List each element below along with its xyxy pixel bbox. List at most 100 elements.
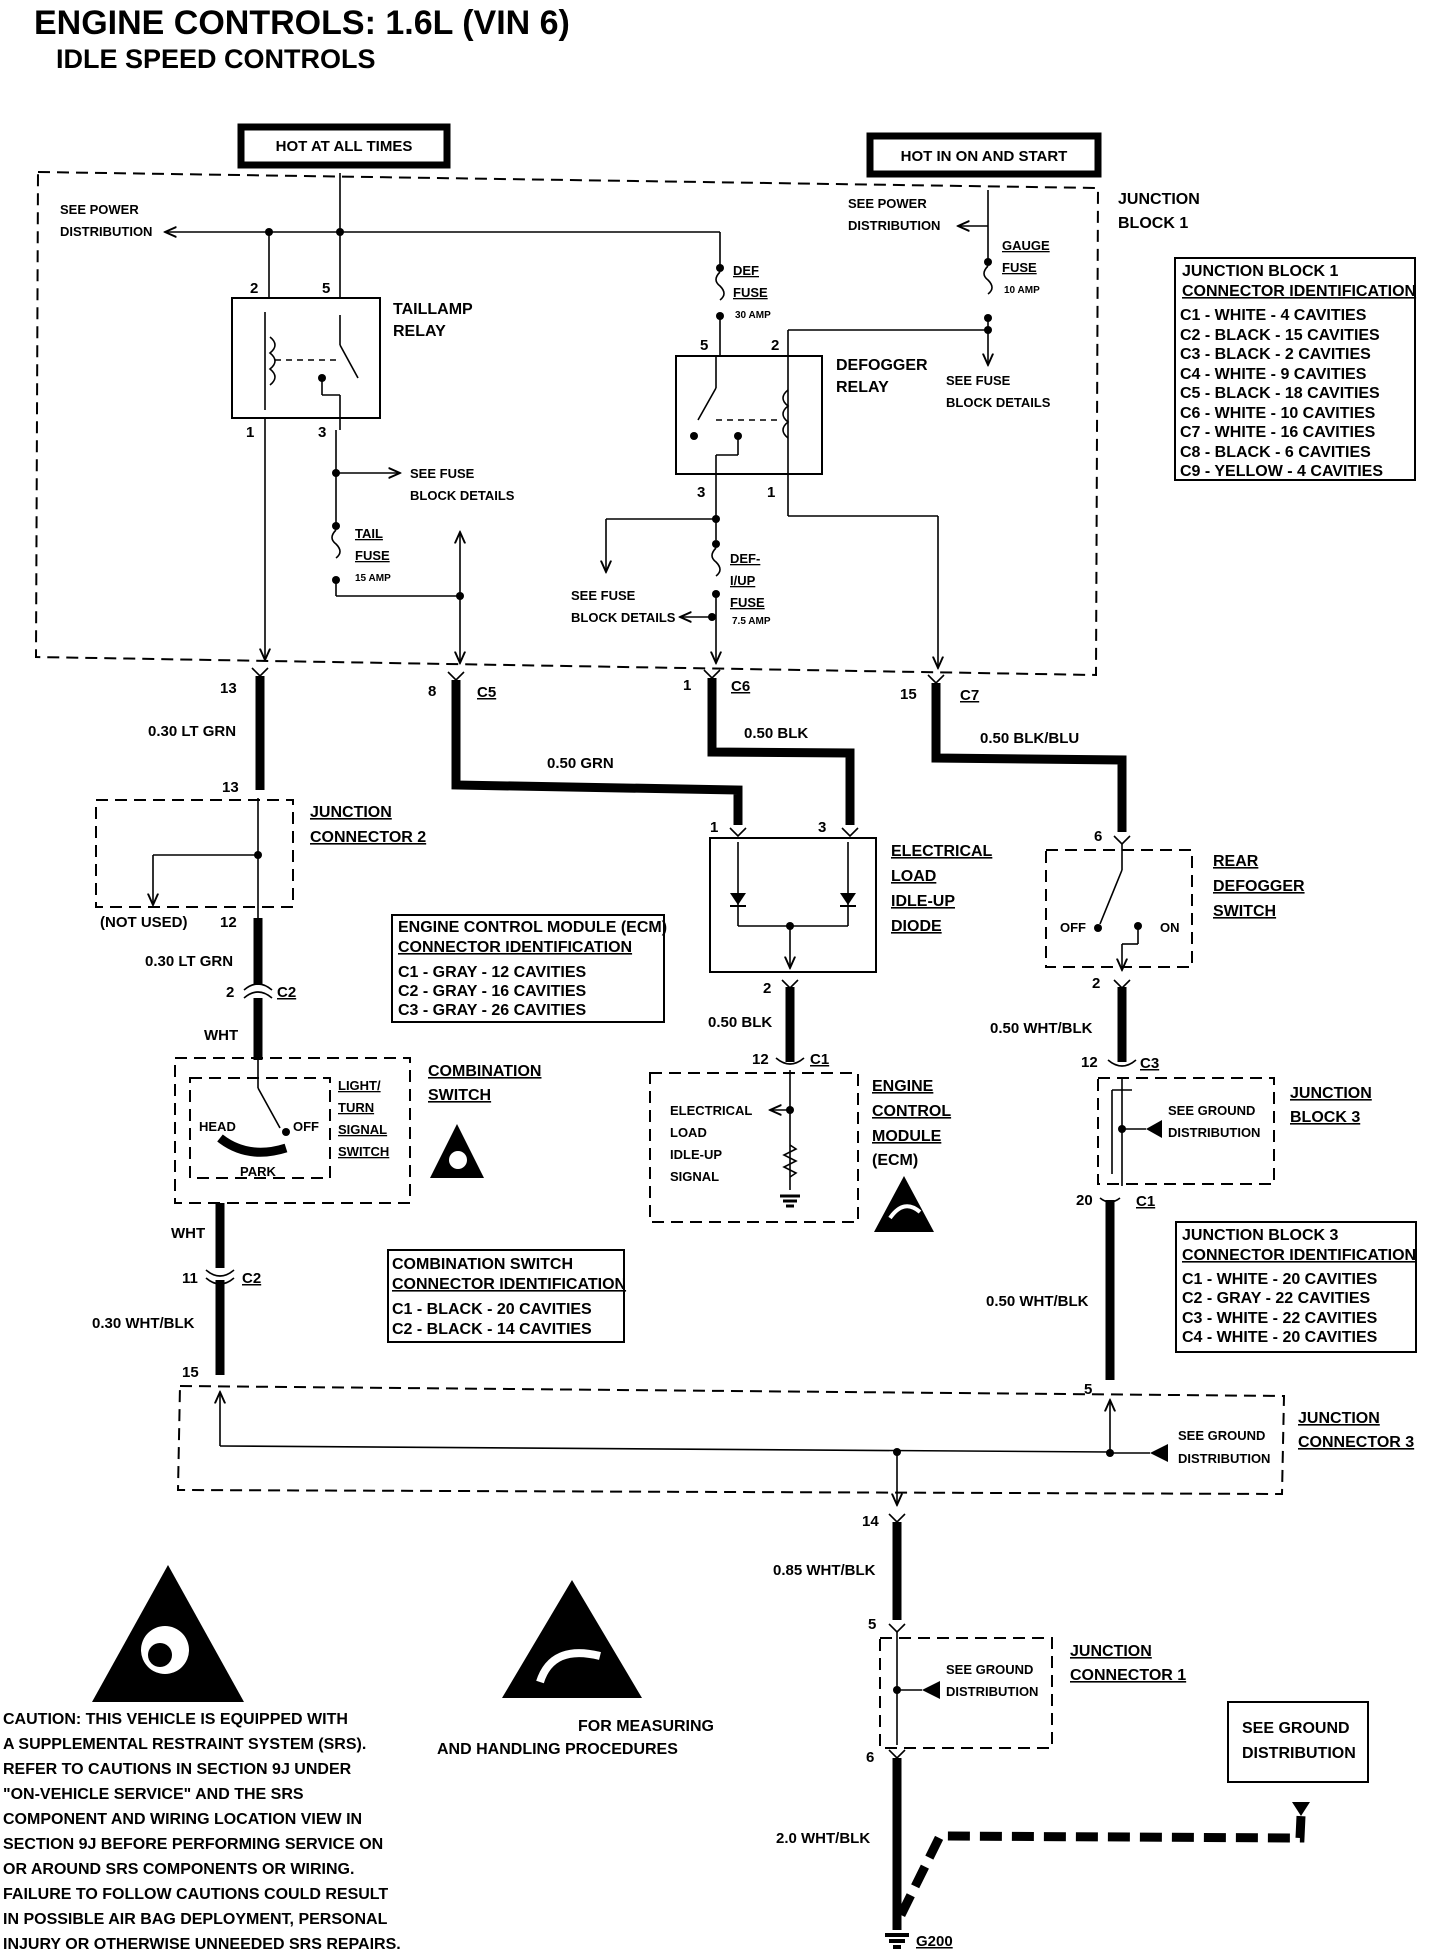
connector-fork — [1113, 835, 1131, 846]
relay-contact-dot — [690, 432, 698, 440]
taillamp-1: TAILLAMP — [393, 301, 473, 318]
park-label: PARK — [240, 1164, 276, 1179]
junction-block-3-border — [1097, 1077, 1275, 1185]
combo-row: C1 - BLACK - 20 CAVITIES — [392, 1301, 592, 1318]
pin: 3 — [697, 484, 705, 501]
connector-fork — [205, 1269, 235, 1277]
ecm-title-2: CONTROL — [872, 1103, 951, 1120]
switch-arm — [1099, 869, 1123, 925]
wire-label: WHT — [171, 1225, 205, 1242]
diode-title-3: IDLE-UP — [891, 893, 955, 910]
conn-8: 8 — [428, 683, 436, 700]
fuse-end — [332, 522, 340, 530]
on-label: ON — [1160, 920, 1180, 935]
pin: 5 — [868, 1616, 876, 1633]
ecm-table-box — [391, 914, 665, 1023]
combination-switch-border — [174, 1057, 411, 1204]
see-ground-1: SEE GROUND — [1242, 1720, 1350, 1737]
hot-in-on-start-box — [866, 132, 1102, 178]
combo-title-2: SWITCH — [428, 1087, 491, 1104]
jb1-table-h2: CONNECTOR IDENTIFICATION — [1182, 283, 1416, 300]
jb3-title-2: BLOCK 3 — [1290, 1109, 1360, 1126]
defogger-2: RELAY — [836, 379, 889, 396]
connector-fork — [841, 827, 859, 838]
wire-label: 2.0 WHT/BLK — [776, 1830, 870, 1847]
page-title: ENGINE CONTROLS: 1.6L (VIN 6) — [34, 4, 570, 42]
pin: 14 — [862, 1513, 879, 1530]
jb1-row: C3 - BLACK - 2 CAVITIES — [1180, 346, 1371, 363]
jb1-table-box — [1174, 257, 1416, 481]
junction-connector-1-border — [879, 1637, 1053, 1749]
see-fuse-c2: BLOCK DETAILS — [946, 395, 1051, 410]
jc2-title-1: JUNCTION — [310, 804, 392, 821]
resistor-icon — [782, 1144, 798, 1178]
see-ground-2: DISTRIBUTION — [1242, 1745, 1356, 1762]
head-label: HEAD — [199, 1119, 236, 1134]
connector-fork — [888, 1513, 906, 1524]
jb1-row: C7 - WHITE - 16 CAVITIES — [1180, 424, 1376, 441]
connector-fork — [888, 1749, 906, 1760]
see-power-1b: DISTRIBUTION — [60, 224, 152, 239]
ground-arrow-icon — [1146, 1120, 1162, 1138]
conn-15: 15 — [900, 686, 917, 703]
pin: 1 — [246, 424, 254, 441]
ecm-title-3: MODULE — [872, 1128, 942, 1145]
fuse-end — [716, 264, 724, 272]
caution-line: SECTION 9J BEFORE PERFORMING SERVICE ON — [3, 1836, 383, 1853]
diode-icon — [730, 893, 746, 905]
def-fuse-icon — [715, 271, 725, 301]
connector-fork — [703, 669, 721, 680]
wire-label: 0.50 BLK — [708, 1014, 772, 1031]
pin: 5 — [700, 337, 708, 354]
ecm-title-1: ENGINE — [872, 1078, 934, 1095]
wire-blk-blu — [931, 683, 1127, 832]
caution-line: "ON-VEHICLE SERVICE" AND THE SRS — [3, 1786, 304, 1803]
defogger-relay-box — [675, 355, 823, 475]
see-fuse-a1: SEE FUSE — [410, 466, 475, 481]
connector-fork — [729, 827, 747, 838]
conn-c7: C7 — [960, 687, 979, 704]
pin: 5 — [322, 280, 330, 297]
jb3-table-box — [1175, 1221, 1417, 1353]
pin: 5 — [1084, 1381, 1092, 1398]
see-fuse-b1: SEE FUSE — [571, 588, 636, 603]
pin: 11 — [182, 1270, 198, 1287]
jb3-row: C2 - GRAY - 22 CAVITIES — [1182, 1290, 1371, 1307]
relay-switch — [339, 344, 359, 379]
esd-warning-icon — [502, 1580, 642, 1698]
diode-title-1: ELECTRICAL — [891, 843, 993, 860]
pin: 1 — [710, 819, 718, 836]
wire-grn — [451, 680, 743, 825]
tail-fuse-3: 15 AMP — [355, 573, 391, 584]
jb1-row: C6 - WHITE - 10 CAVITIES — [1180, 405, 1376, 422]
jc3-g1: SEE GROUND — [1178, 1428, 1265, 1443]
jc3-title-1: JUNCTION — [1298, 1410, 1380, 1427]
page-subtitle: IDLE SPEED CONTROLS — [56, 44, 376, 74]
caution-line: INJURY OR OTHERWISE UNNEEDED SRS REPAIRS… — [3, 1936, 401, 1952]
jb1-row: C8 - BLACK - 6 CAVITIES — [1180, 444, 1371, 461]
fuse-end — [712, 540, 720, 548]
conn-c6: C6 — [731, 678, 750, 695]
defogger-1: DEFOGGER — [836, 357, 928, 374]
caution-line: IN POSSIBLE AIR BAG DEPLOYMENT, PERSONAL — [3, 1911, 388, 1928]
jb1-row: C5 - BLACK - 18 CAVITIES — [1180, 385, 1380, 402]
wire-label: 0.50 WHT/BLK — [990, 1020, 1093, 1037]
jb3-title-1: JUNCTION — [1290, 1085, 1372, 1102]
relay-coil — [268, 336, 276, 386]
pin: 12 — [220, 914, 237, 931]
light-switch-inner — [189, 1077, 331, 1179]
relay-coil — [782, 389, 790, 439]
off-label: OFF — [293, 1119, 319, 1134]
conn-c5: C5 — [477, 684, 496, 701]
conn-c2b: C2 — [242, 1270, 261, 1287]
jc3-g2: DISTRIBUTION — [1178, 1451, 1270, 1466]
conn-c3: C3 — [1140, 1055, 1159, 1072]
jb1-row: C9 - YELLOW - 4 CAVITIES — [1180, 463, 1383, 480]
esd-warning-icon-detail — [536, 1649, 601, 1684]
gauge-fuse-2: FUSE — [1002, 260, 1037, 275]
conn-c1b: C1 — [1136, 1193, 1155, 1210]
ecm-sig-2: LOAD — [670, 1125, 707, 1140]
wire-label: WHT — [204, 1027, 238, 1044]
gauge-fuse-1: GAUGE — [1002, 238, 1050, 253]
ecm-sig-3: IDLE-UP — [670, 1147, 722, 1162]
